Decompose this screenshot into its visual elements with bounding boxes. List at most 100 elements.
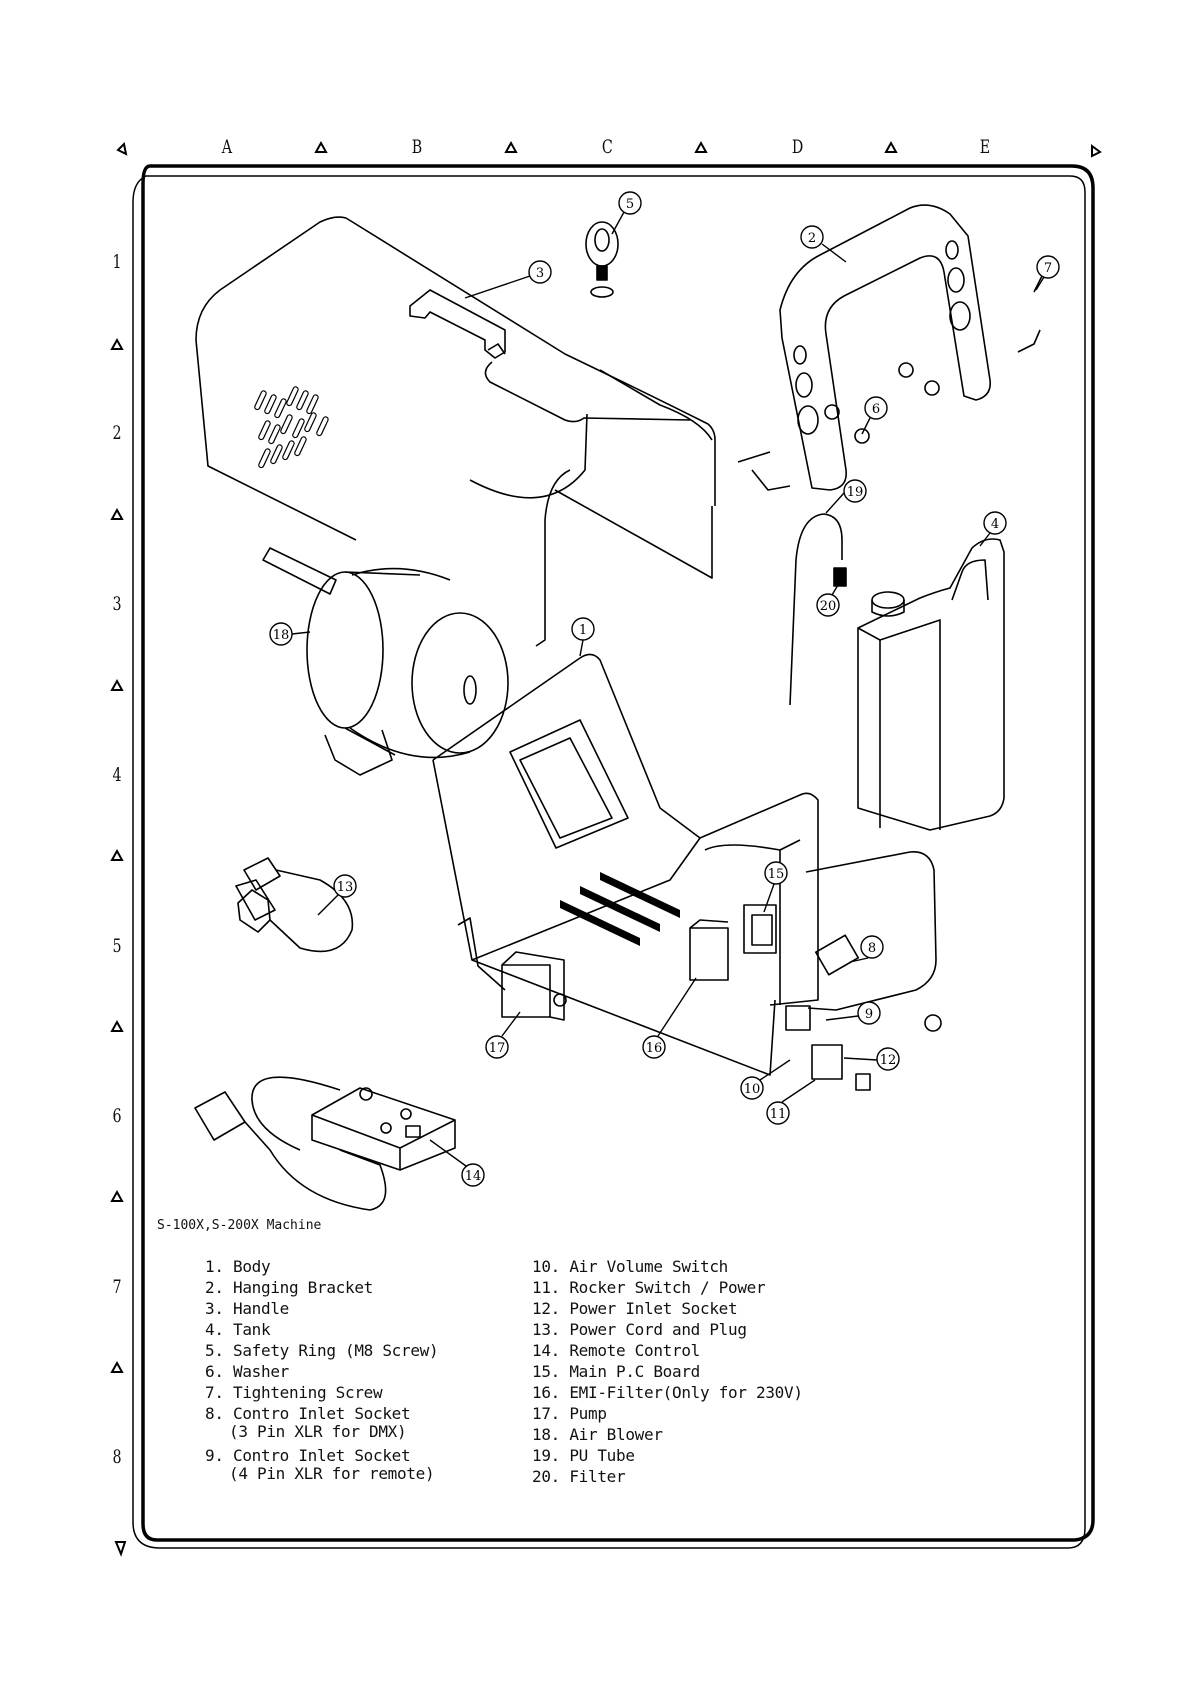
legend-item-14: 14. Remote Control <box>532 1341 700 1360</box>
callout-15: 15 <box>763 861 788 913</box>
callout-number: 20 <box>820 599 837 614</box>
power-cord-part <box>235 857 354 953</box>
legend-item-15: 15. Main P.C Board <box>532 1362 700 1381</box>
legend-text: Tightening Screw <box>233 1383 383 1402</box>
legend-number: 8. <box>205 1404 224 1423</box>
safety-ring-part <box>585 221 619 298</box>
grid-row-label-6: 6 <box>112 1105 122 1127</box>
marker-triangle <box>116 141 128 156</box>
marker-triangle <box>110 678 124 691</box>
legend-text: Hanging Bracket <box>233 1278 374 1297</box>
callout-number: 16 <box>646 1041 663 1056</box>
grid-column-label-a: A <box>221 136 233 158</box>
legend-number: 1. <box>205 1257 224 1276</box>
legend-text: Contro Inlet Socket <box>233 1404 411 1423</box>
legend-number: 19. <box>532 1446 560 1465</box>
callout-number: 19 <box>847 485 864 500</box>
legend-text: Air Volume Switch <box>569 1257 729 1276</box>
callout-16: 16 <box>642 977 697 1059</box>
callout-4: 4 <box>979 511 1007 547</box>
grid-row-label-5: 5 <box>112 935 122 957</box>
grid-column-label-e: E <box>979 136 991 158</box>
marker-triangle <box>694 140 708 153</box>
callout-8: 8 <box>849 935 884 963</box>
tank-part <box>857 538 1005 831</box>
callout-20: 20 <box>816 584 840 617</box>
legend-number: 7. <box>205 1383 224 1402</box>
marker-triangle <box>110 1019 124 1032</box>
callout-10: 10 <box>740 1059 791 1100</box>
callout-13: 13 <box>317 874 357 916</box>
callout-number: 5 <box>626 197 634 212</box>
callout-number: 15 <box>768 867 785 882</box>
callout-number: 14 <box>465 1169 482 1184</box>
legend-number: 9. <box>205 1446 224 1465</box>
callout-18: 18 <box>269 622 311 646</box>
legend-number: 6. <box>205 1362 224 1381</box>
legend-number: 20. <box>532 1467 560 1486</box>
legend-number: 5. <box>205 1341 224 1360</box>
legend-text: EMI-Filter(Only for 230V) <box>569 1383 803 1402</box>
remote-control-part <box>194 1076 456 1211</box>
callout-3: 3 <box>464 260 552 299</box>
body-part <box>432 653 937 1076</box>
marker-triangle <box>110 337 124 350</box>
legend-text: Contro Inlet Socket <box>233 1446 411 1465</box>
callout-5: 5 <box>611 191 642 235</box>
legend-subtext: (3 Pin XLR for DMX) <box>229 1422 407 1441</box>
grid-column-label-b: B <box>411 136 423 158</box>
legend-text: Main P.C Board <box>569 1362 701 1381</box>
legend-item-2: 2. Hanging Bracket <box>205 1278 373 1297</box>
grid-row-label-7: 7 <box>112 1276 122 1298</box>
callout-number: 2 <box>808 231 816 246</box>
callouts: 1 2 3 4 5 6 7 8 9 10 11 12 13 14 15 16 1… <box>269 191 1060 1187</box>
callout-number: 7 <box>1044 261 1052 276</box>
legend-number: 10. <box>532 1257 560 1276</box>
drawing-caption: S-100X,S-200X Machine <box>157 1218 322 1233</box>
callout-6: 6 <box>861 396 888 435</box>
callout-number: 13 <box>337 880 354 895</box>
legend-text: Filter <box>569 1467 626 1486</box>
legend-subtext: (4 Pin XLR for remote) <box>229 1464 435 1483</box>
legend-text: Air Blower <box>569 1425 663 1444</box>
legend-item-7: 7. Tightening Screw <box>205 1383 383 1402</box>
legend-text: Tank <box>233 1320 271 1339</box>
callout-17: 17 <box>485 1011 521 1059</box>
legend-item-3: 3. Handle <box>205 1299 289 1318</box>
legend-number: 13. <box>532 1320 560 1339</box>
callout-11: 11 <box>766 1079 816 1125</box>
callout-14: 14 <box>429 1139 485 1187</box>
legend-text: Pump <box>569 1404 607 1423</box>
legend-text: Safety Ring (M8 Screw) <box>233 1341 439 1360</box>
legend-item-10: 10. Air Volume Switch <box>532 1257 728 1276</box>
callout-number: 10 <box>744 1082 761 1097</box>
grid-markers <box>110 140 1102 1557</box>
legend-number: 17. <box>532 1404 560 1423</box>
callout-19: 19 <box>825 479 867 514</box>
legend-number: 2. <box>205 1278 224 1297</box>
pump-part <box>457 917 567 1021</box>
callout-number: 11 <box>770 1107 787 1122</box>
legend-item-13: 13. Power Cord and Plug <box>532 1320 747 1339</box>
air-blower-part <box>262 547 509 776</box>
callout-9: 9 <box>825 1001 881 1025</box>
legend-number: 14. <box>532 1341 560 1360</box>
legend-item-19: 19. PU Tube <box>532 1446 635 1465</box>
legend-text: PU Tube <box>569 1446 635 1465</box>
legend-text: Power Cord and Plug <box>569 1320 747 1339</box>
marker-triangle <box>110 507 124 520</box>
marker-triangle <box>110 1189 124 1202</box>
legend-item-9: 9. Contro Inlet Socket <box>205 1446 411 1465</box>
legend-item-12: 12. Power Inlet Socket <box>532 1299 738 1318</box>
main-pcb-part <box>743 904 777 954</box>
marker-triangle <box>504 140 518 153</box>
grid-row-label-8: 8 <box>112 1446 122 1468</box>
legend-text: Washer <box>233 1362 290 1381</box>
legend-item-20: 20. Filter <box>532 1467 626 1486</box>
legend-number: 4. <box>205 1320 224 1339</box>
hanging-bracket-part <box>737 204 1047 491</box>
callout-number: 1 <box>579 623 587 638</box>
legend-text: Body <box>233 1257 271 1276</box>
legend-number: 12. <box>532 1299 560 1318</box>
